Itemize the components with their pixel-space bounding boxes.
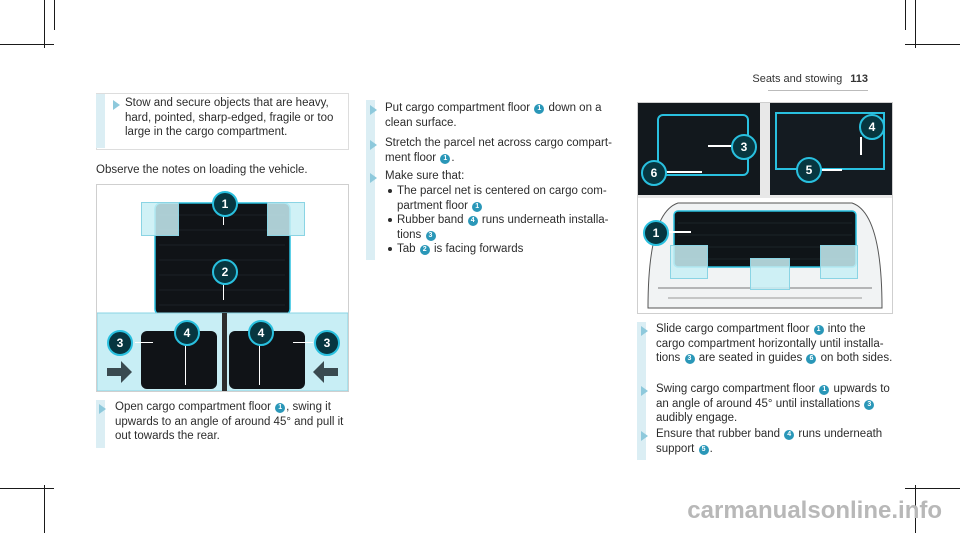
page-header: Seats and stowing 113: [752, 73, 868, 85]
callout-3: 3: [731, 134, 757, 160]
crop-mark: [54, 0, 55, 30]
callout-line: [259, 341, 260, 385]
observe-text: Observe the notes on loading the vehicle…: [96, 164, 308, 176]
step-swing-floor: Swing cargo compartment floor 1 upwards …: [656, 383, 890, 424]
callout-line: [185, 341, 186, 385]
step-arrow-icon: [641, 386, 648, 396]
step-slide-floor: Slide cargo compartment floor 1 into the…: [656, 323, 893, 364]
callout-line: [860, 137, 862, 155]
crop-mark: [915, 0, 916, 48]
highlight-left-installation: [141, 202, 179, 236]
step-arrow-icon: [113, 100, 120, 110]
crop-mark: [915, 485, 916, 533]
step-open-floor: Open cargo compartment floor 1, swing it…: [115, 401, 344, 442]
crop-mark: [905, 44, 960, 45]
callout-6: 6: [641, 160, 667, 186]
step-put-floor: Put cargo compartment floor 1 down on a …: [385, 102, 602, 129]
tip-stripe: [96, 94, 105, 148]
bullet-tab-forward: Tab 2 is facing forwards: [388, 242, 622, 257]
cargo-floor-illustration: [97, 202, 348, 391]
callout-1: 1: [643, 220, 669, 246]
tip-text: Stow and secure objects that are heavy, …: [125, 97, 334, 138]
tip-box: [96, 93, 349, 150]
crop-mark: [44, 485, 45, 533]
callout-line: [708, 145, 732, 147]
callout-line: [667, 231, 691, 233]
watermark: carmanualsonline.info: [687, 497, 942, 524]
callout-4: 4: [859, 114, 885, 140]
callout-line: [293, 342, 313, 343]
crop-mark: [905, 0, 906, 30]
callout-3: 3: [314, 330, 340, 356]
highlight-center-tab: [750, 258, 790, 290]
callout-line: [223, 280, 224, 300]
callout-4: 4: [248, 320, 274, 346]
step-arrow-icon: [370, 173, 377, 183]
figure-cargo-floor-net: 1 2 3 4 4 3: [96, 184, 349, 392]
bullet-net-centered: The parcel net is centered on cargo com-…: [388, 184, 622, 213]
highlight-left-guide: [670, 245, 708, 279]
step-make-sure: Make sure that:: [385, 170, 465, 182]
callout-3: 3: [107, 330, 133, 356]
step-stripe: [96, 400, 105, 448]
step-ensure-band: Ensure that rubber band 4 runs underneat…: [656, 428, 883, 455]
callout-line: [666, 171, 702, 173]
step-arrow-icon: [641, 431, 648, 441]
step-arrow-icon: [99, 404, 106, 414]
section-title: Seats and stowing: [752, 73, 843, 85]
callout-2: 2: [212, 259, 238, 285]
callout-line: [820, 169, 842, 171]
callout-line: [135, 342, 153, 343]
callout-4: 4: [174, 320, 200, 346]
page-number: 113: [850, 73, 868, 85]
crop-mark: [0, 44, 54, 45]
header-rule: [768, 90, 868, 91]
crop-mark: [905, 488, 960, 489]
callout-1: 1: [212, 191, 238, 217]
highlight-right-installation: [267, 202, 305, 236]
step-arrow-icon: [370, 140, 377, 150]
crop-mark: [0, 488, 54, 489]
step-stretch-net: Stretch the parcel net across cargo comp…: [385, 137, 612, 164]
step-arrow-icon: [641, 326, 648, 336]
highlight-right-guide: [820, 245, 858, 279]
step-arrow-icon: [370, 105, 377, 115]
bullet-rubber-band: Rubber band 4 runs underneath installa-t…: [388, 213, 622, 242]
crop-mark: [44, 0, 45, 48]
callout-line: [223, 213, 224, 225]
callout-5: 5: [796, 157, 822, 183]
figure-cargo-install: 3 4 6 5 1: [637, 102, 893, 314]
